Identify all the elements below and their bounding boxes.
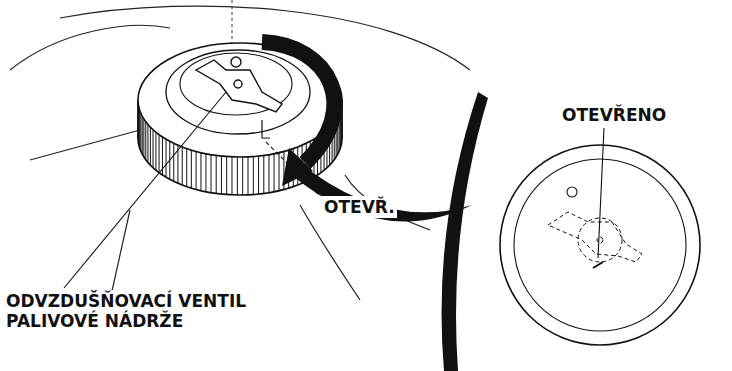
knurl-stroke (216, 155, 217, 193)
knurl-stroke (155, 132, 156, 170)
knurl-stroke (191, 150, 192, 188)
knurl-stroke (274, 154, 275, 192)
lever-tab (231, 57, 241, 67)
part-label: ODVZDUŠŇOVACÍ VENTIL PALIVOVÉ NÁDRŽE (4, 290, 298, 333)
knurl-stroke (166, 139, 167, 177)
knurl-stroke (153, 130, 154, 168)
position-label: OTEVŘENO (560, 104, 668, 126)
zoom-swoosh (288, 160, 472, 221)
knurl-stroke (248, 157, 249, 195)
knurl-stroke (211, 155, 212, 193)
position-label: OTEVŘ. (322, 196, 397, 218)
knurl-stroke (140, 113, 141, 151)
knurl-stroke (182, 147, 183, 185)
leader-line (598, 128, 604, 258)
knurl-stroke (263, 155, 264, 193)
tank-outline (10, 6, 470, 300)
lever-hole (234, 80, 242, 88)
knurl-stroke (142, 116, 143, 154)
open-notch (262, 120, 270, 138)
tank-edge (10, 25, 170, 70)
knurl-stroke (242, 157, 243, 195)
zoom-crescent (442, 92, 488, 371)
knurl-stroke (173, 143, 174, 181)
knurl-stroke (258, 156, 259, 194)
tank-edge (30, 130, 140, 160)
knurl-stroke (159, 135, 160, 173)
inset-view (500, 145, 700, 345)
knurl-stroke (221, 156, 222, 194)
knurl-stroke (231, 157, 232, 195)
knurl-stroke (147, 125, 148, 163)
leader-line (64, 92, 226, 288)
knurl-stroke (200, 153, 201, 191)
knurl-stroke (268, 155, 269, 193)
knurl-stroke (186, 149, 187, 187)
lever-hidden (548, 212, 642, 262)
inset-outer (500, 145, 700, 345)
knurl-stroke (145, 122, 146, 160)
knurl-stroke (150, 127, 151, 165)
knurl-stroke (139, 110, 140, 148)
lever-body (196, 60, 282, 112)
knurl-stroke (237, 157, 238, 195)
tank-edge (300, 205, 360, 300)
knurl-stroke (279, 153, 280, 191)
vent-lever (196, 57, 282, 112)
knurl-stroke (205, 154, 206, 192)
cap-ring-inner (180, 53, 292, 115)
leader-line (266, 142, 318, 194)
lever-hidden-outline (548, 212, 642, 262)
rotation-arrow (262, 42, 334, 163)
lever-hidden-hole (597, 237, 603, 243)
knurl-stroke (196, 151, 197, 189)
tank-edge (110, 210, 130, 300)
inset-inner (514, 159, 686, 331)
leaders (64, 92, 604, 288)
knurl-stroke (253, 157, 254, 195)
inset-dot (567, 187, 577, 197)
knurl-stroke (143, 119, 144, 157)
knurl-stroke (226, 157, 227, 195)
open-mark (593, 262, 603, 268)
cap-ring (166, 50, 310, 134)
